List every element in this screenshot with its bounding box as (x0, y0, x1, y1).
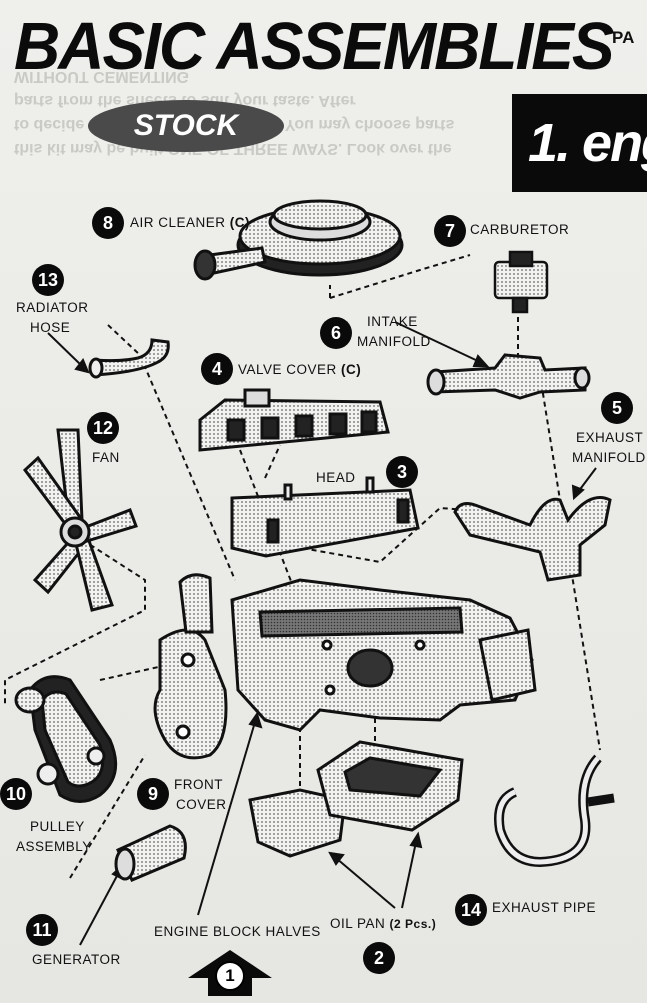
callout-number-7: 7 (434, 215, 466, 247)
callout-number-13: 13 (32, 264, 64, 296)
pulley-assembly-part (14, 675, 118, 803)
valve-cover-part (198, 388, 390, 452)
oil-pan-part (248, 740, 464, 858)
part-label-front-cover-2: COVER (176, 797, 227, 812)
callout-number-14: 14 (455, 894, 487, 926)
fan-part (22, 428, 138, 612)
air-cleaner-part (193, 199, 404, 281)
page-title: BASIC ASSEMBLIES (14, 8, 615, 84)
radiator-hose-part (88, 338, 170, 379)
part-label-exhaust-manifold-1: EXHAUST (576, 430, 644, 445)
part-label-radiator-hose-1: RADIATOR (16, 300, 89, 315)
part-label-oil-pan: OIL PAN (2 Pcs.) (330, 916, 437, 931)
part-label-radiator-hose-2: HOSE (30, 320, 71, 335)
callout-number-9: 9 (137, 778, 169, 810)
part-label-pulley-2: ASSEMBLY (16, 839, 92, 854)
callout-number-5: 5 (601, 392, 633, 424)
callout-number-3: 3 (386, 456, 418, 488)
part-label-engine-block: ENGINE BLOCK HALVES (154, 924, 321, 939)
callout-number-4: 4 (201, 353, 233, 385)
callout-number-10: 10 (0, 778, 32, 810)
part-label-generator: GENERATOR (32, 952, 121, 967)
part-label-intake-1: INTAKE (367, 314, 418, 329)
callout-number-1: 1 (215, 961, 245, 991)
part-label-air-cleaner: AIR CLEANER (C) (130, 215, 251, 230)
stock-badge-label: STOCK (133, 109, 239, 142)
exhaust-manifold-part (453, 496, 612, 582)
carburetor-part (493, 250, 549, 314)
part-label-intake-2: MANIFOLD (357, 334, 431, 349)
part-label-pulley-1: PULLEY (30, 819, 85, 834)
callout-number-1-arrow: 1 (186, 948, 274, 998)
part-label-fan: FAN (92, 450, 120, 465)
part-label-valve-cover: VALVE COVER (C) (238, 362, 362, 377)
front-cover-part (153, 573, 228, 760)
engine-block-part (230, 578, 537, 732)
part-label-exhaust-manifold-2: MANIFOLD (572, 450, 646, 465)
section-heading: 1. eng (512, 94, 647, 192)
page-tag: PA (612, 28, 635, 47)
callout-number-8: 8 (92, 207, 124, 239)
part-label-exhaust-pipe: EXHAUST PIPE (492, 900, 597, 915)
generator-part (114, 824, 187, 882)
callout-number-11: 11 (26, 914, 58, 946)
intake-manifold-part (426, 353, 591, 400)
exhaust-pipe-part (494, 754, 615, 868)
callout-number-12: 12 (87, 412, 119, 444)
stock-badge: STOCK (88, 100, 284, 152)
callout-number-2: 2 (363, 942, 395, 974)
part-label-front-cover-1: FRONT (174, 777, 223, 792)
callout-number-6: 6 (320, 317, 352, 349)
part-label-head: HEAD (316, 470, 356, 485)
part-label-carburetor: CARBURETOR (470, 222, 570, 237)
cylinder-head-part (230, 476, 420, 558)
